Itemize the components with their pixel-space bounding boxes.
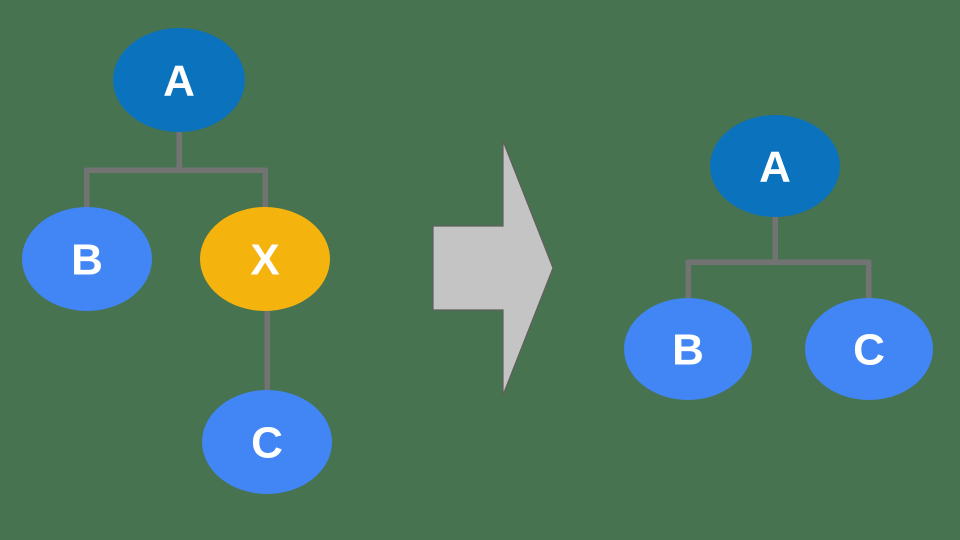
node-a-after[interactable]: A [710,115,840,217]
node-b-before-shape[interactable] [22,207,152,311]
node-b-before-label: B [71,236,103,285]
node-a-after-shape[interactable] [710,115,840,217]
node-b-after-shape[interactable] [624,298,752,400]
node-a-after-label: A [759,143,791,192]
edge-to-x-drop [262,170,268,213]
node-x-before-label: X [250,236,279,285]
node-b-before[interactable]: B [22,207,152,311]
transformation-arrow [432,140,554,396]
edge-to-b-drop [84,170,90,213]
node-c-after[interactable]: C [805,298,933,400]
after-edge-a-stem [772,213,778,260]
node-c-before-shape[interactable] [202,390,332,494]
after-edge-to-c-drop [866,262,872,305]
after-tree-group: A B C [624,115,933,400]
node-b-after-label: B [672,326,704,375]
edge-x-c-line [264,305,270,395]
node-c-before-label: C [251,419,283,468]
after-edge-a-to-children [685,213,872,305]
node-c-after-shape[interactable] [805,298,933,400]
node-a-before-shape[interactable] [113,28,245,132]
before-edge-a-to-children [84,128,268,213]
node-c-after-label: C [853,326,885,375]
after-edge-crossbar [685,259,872,265]
node-b-after[interactable]: B [624,298,752,400]
node-c-before[interactable]: C [202,390,332,494]
before-tree-group: A B X C [22,28,332,494]
node-a-before-label: A [163,57,195,106]
edge-a-crossbar [84,167,268,173]
after-edge-to-b-drop [685,262,691,305]
arrow-right [432,140,554,396]
before-edge-x-to-c [264,305,270,395]
node-x-before-shape[interactable] [200,207,330,311]
node-x-before[interactable]: X [200,207,330,311]
node-a-before[interactable]: A [113,28,245,132]
edge-a-stem [176,128,182,173]
